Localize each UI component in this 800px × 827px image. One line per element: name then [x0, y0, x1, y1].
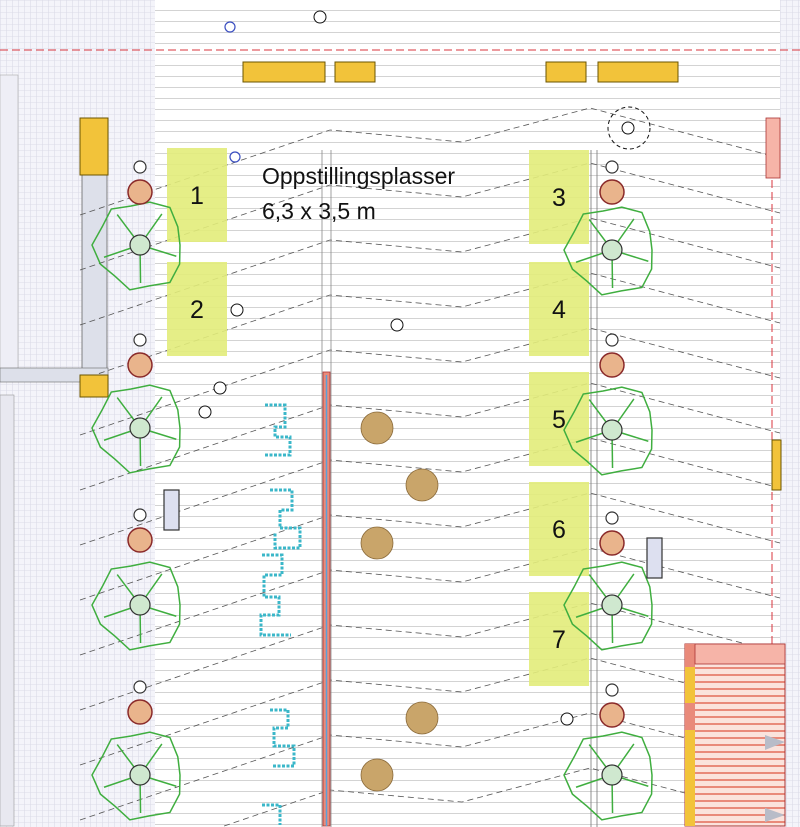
parking-spot-7 — [529, 592, 589, 686]
parking-spot-number: 6 — [552, 516, 566, 544]
tree-icon — [563, 561, 653, 651]
tree-canopy — [91, 384, 181, 474]
planter-icon — [599, 179, 625, 205]
parking-spot-3 — [529, 150, 589, 244]
right-building — [684, 117, 786, 827]
bollard-icon — [560, 712, 574, 726]
tree-icon — [91, 731, 181, 821]
lamp-icon — [605, 683, 619, 697]
utility-cover-icon — [224, 21, 236, 33]
tree-canopy — [563, 561, 653, 651]
parking-spot-number: 2 — [190, 296, 204, 324]
benches — [79, 61, 782, 491]
tree-grate — [601, 764, 623, 786]
bollard-icon — [621, 121, 635, 135]
tree-grate — [601, 239, 623, 261]
paved-area — [155, 0, 780, 827]
planter-icon — [127, 527, 153, 553]
parking-spot-6 — [529, 482, 589, 576]
parking-spot-5 — [529, 372, 589, 466]
slope-line — [79, 162, 781, 271]
bollard-icon — [213, 381, 227, 395]
lamp-icon — [605, 333, 619, 347]
tree-grate — [129, 417, 151, 439]
parking-spot-number: 4 — [552, 296, 566, 324]
parking-spot-number: 3 — [552, 184, 566, 212]
bollard-icon — [198, 405, 212, 419]
tree-icon — [91, 201, 181, 291]
slope-line — [79, 272, 781, 381]
slope-line — [79, 107, 781, 216]
lamp-icon — [133, 333, 147, 347]
tree-grate — [601, 419, 623, 441]
bin-icon — [163, 489, 180, 531]
lamp-icon — [605, 511, 619, 525]
slope-line — [79, 602, 781, 711]
bin-icon — [646, 537, 663, 579]
planter-icon — [599, 530, 625, 556]
lamp-icon — [605, 160, 619, 174]
slope-line — [79, 217, 781, 326]
lamp-icon — [133, 160, 147, 174]
slope-line — [79, 657, 781, 766]
parking-spot-4 — [529, 262, 589, 356]
tree-canopy — [563, 206, 653, 296]
planter-icon — [599, 702, 625, 728]
bollard-icon — [230, 303, 244, 317]
lamp-icon — [133, 508, 147, 522]
round-table-icon — [360, 526, 394, 560]
parking-spot-number: 1 — [190, 182, 204, 210]
tree-grate — [129, 594, 151, 616]
tree-canopy — [91, 731, 181, 821]
water-features — [259, 403, 302, 825]
tree-canopy — [563, 731, 653, 821]
tree-canopy — [563, 386, 653, 476]
planter-icon — [127, 699, 153, 725]
parking-spots — [167, 148, 589, 686]
slope-line — [223, 767, 781, 827]
slope-line — [79, 492, 781, 601]
tree-icon — [563, 206, 653, 296]
round-table-icon — [405, 701, 439, 735]
planter-icon — [127, 352, 153, 378]
planter-icon — [127, 179, 153, 205]
parking-spot-number: 7 — [552, 626, 566, 654]
tree-canopy — [91, 201, 181, 291]
parking-spot-2 — [167, 262, 227, 356]
round-table-icon — [405, 468, 439, 502]
bollard-icon — [313, 10, 327, 24]
tree-icon — [91, 384, 181, 474]
drain-channel — [321, 150, 598, 827]
tree-icon — [563, 731, 653, 821]
lamp-icon — [133, 680, 147, 694]
tree-icon — [563, 386, 653, 476]
tree-grate — [129, 764, 151, 786]
round-table-icon — [360, 411, 394, 445]
title-line-2: 6,3 x 3,5 m — [262, 198, 376, 224]
utility-cover-icon — [229, 151, 241, 163]
tree-grate — [601, 594, 623, 616]
tree-canopy — [91, 561, 181, 651]
tree-grate — [129, 234, 151, 256]
title-line-1: Oppstillingsplasser — [262, 163, 456, 189]
parking-spot-number: 5 — [552, 406, 566, 434]
tree-icon — [91, 561, 181, 651]
furniture — [91, 10, 663, 821]
slope-line — [79, 327, 781, 436]
tree-pit-outline — [607, 106, 651, 150]
slope-line — [79, 712, 781, 821]
bollard-icon — [390, 318, 404, 332]
round-table-icon — [360, 758, 394, 792]
slope-line — [79, 437, 781, 546]
slope-line — [79, 382, 781, 491]
planter-icon — [599, 352, 625, 378]
